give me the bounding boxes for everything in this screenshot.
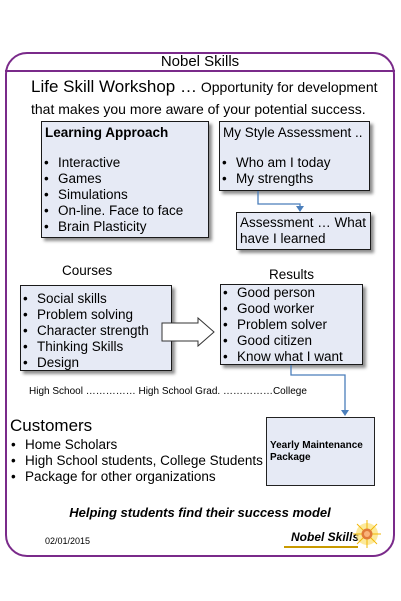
headline: Life Skill Workshop … Opportunity for de… [31, 76, 386, 120]
list-item: Thinking Skills [23, 339, 171, 355]
connector-style-to-assessment [257, 191, 301, 210]
list-item: Good citizen [223, 333, 362, 349]
list-item: Problem solving [23, 307, 171, 323]
style-assessment-box: My Style Assessment .. Who am I today My… [219, 121, 370, 191]
arrowhead-icon [341, 410, 349, 416]
list-item: Social skills [23, 291, 171, 307]
list-item: My strengths [222, 171, 369, 187]
logo-underline [284, 546, 358, 548]
courses-box: Social skills Problem solving Character … [20, 285, 172, 371]
list-item: Brain Plasticity [44, 219, 208, 235]
logo-text: Nobel Skills [291, 530, 360, 544]
list-item: Simulations [44, 187, 208, 203]
assessment-learned-text: Assessment … What have I learned [240, 215, 367, 246]
slide-frame [5, 52, 395, 557]
list-item: Character strength [23, 323, 171, 339]
results-box: Good person Good worker Problem solver G… [220, 284, 363, 365]
list-item: Good person [223, 285, 362, 301]
customers-heading: Customers [10, 416, 93, 435]
list-item: Interactive [44, 155, 208, 171]
list-item: Problem solver [223, 317, 362, 333]
headline-main: Life Skill Workshop … [31, 77, 197, 96]
list-item: Games [44, 171, 208, 187]
list-item: Home Scholars [11, 437, 263, 453]
list-item: Good worker [223, 301, 362, 317]
education-path: High School …………… High School Grad. …………… [29, 386, 307, 397]
list-item: Package for other organizations [11, 469, 263, 485]
list-item: Who am I today [222, 155, 369, 171]
page-title: Nobel Skills [160, 53, 240, 70]
assessment-learned-box: Assessment … What have I learned [236, 212, 371, 250]
block-arrow-icon [161, 316, 215, 348]
list-item: Design [23, 355, 171, 371]
learning-approach-header: Learning Approach [45, 125, 169, 140]
title-divider [5, 70, 395, 72]
results-label: Results [269, 267, 315, 282]
date: 02/01/2015 [45, 536, 91, 546]
learning-approach-box: Learning Approach Interactive Games Simu… [41, 121, 209, 238]
list-item: High School students, College Students [11, 453, 263, 469]
tagline: Helping students find their success mode… [69, 505, 331, 520]
sun-logo-icon [353, 520, 381, 548]
list-item: On-line. Face to face [44, 203, 208, 219]
courses-label: Courses [62, 263, 113, 278]
arrowhead-icon [296, 206, 304, 212]
list-item: Know what I want [223, 349, 362, 365]
customers-list: Home Scholars High School students, Coll… [11, 437, 263, 485]
style-assessment-header: My Style Assessment .. [223, 125, 363, 140]
headline-sub: Opportunity for development that makes y… [31, 79, 378, 117]
connector-results-to-yearly [290, 365, 346, 413]
yearly-package-box: Yearly Maintenance Package [266, 417, 375, 486]
yearly-package-text: Yearly Maintenance Package [270, 440, 363, 463]
